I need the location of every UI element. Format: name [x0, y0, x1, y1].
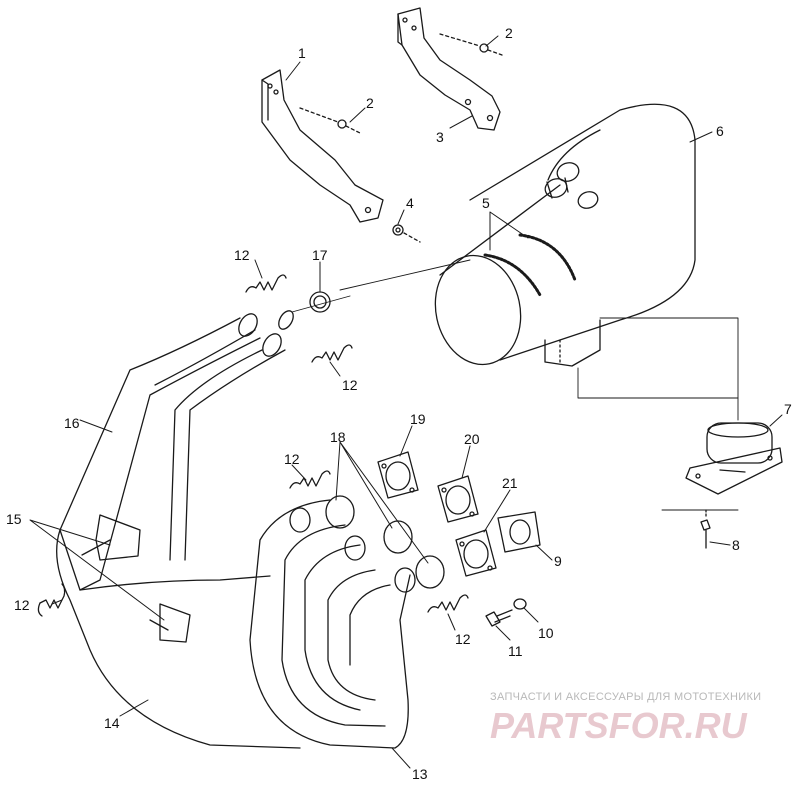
header-pipes-13: [249, 495, 445, 749]
callout-21: 21: [502, 475, 518, 491]
callout-15: 15: [6, 511, 22, 527]
callout-12-a: 12: [234, 247, 250, 263]
muffler-6: [434, 103, 696, 367]
callout-18: 18: [330, 429, 346, 445]
spring-12-a: [245, 274, 287, 293]
callout-8: 8: [732, 537, 740, 553]
bolt-11: [485, 609, 513, 627]
bracket-3: [397, 7, 501, 131]
mount-7: [685, 422, 783, 495]
watermark-logo: PARTSFOR.RU: [490, 705, 748, 746]
callout-2-upper: 2: [505, 25, 513, 41]
callout-13: 13: [412, 766, 428, 782]
exhaust-body-14: [56, 514, 301, 749]
bolt-2-upper: [439, 33, 503, 56]
callout-9: 9: [554, 553, 562, 569]
callout-14: 14: [104, 715, 120, 731]
gasket-19: [377, 451, 419, 499]
gasket-21: [455, 529, 497, 577]
callout-11: 11: [508, 643, 523, 659]
callout-10: 10: [538, 625, 554, 641]
callout-20: 20: [464, 431, 480, 447]
callout-12-e: 12: [455, 631, 471, 647]
callout-17: 17: [312, 247, 328, 263]
callout-4: 4: [406, 195, 414, 211]
leader-lines: [29, 35, 783, 769]
gasket-20: [437, 475, 479, 523]
watermark-tagline: ЗАПЧАСТИ И АКСЕССУАРЫ ДЛЯ МОТОТЕХНИКИ: [490, 691, 761, 703]
callout-19: 19: [410, 411, 426, 427]
callout-16: 16: [64, 415, 80, 431]
bracket-1: [261, 69, 384, 223]
callout-labels: 1 2 2 3 4 5 6 7 8 9 10 11 12 12 12 12 12…: [6, 25, 792, 782]
callout-3: 3: [436, 129, 444, 145]
nut-4: [392, 224, 421, 243]
spring-12-e: [427, 594, 469, 613]
spring-12-c: [289, 470, 331, 489]
bolt-2-lower: [299, 107, 363, 135]
flange-9: [497, 511, 541, 553]
callout-7: 7: [784, 401, 792, 417]
callout-12-d: 12: [14, 597, 30, 613]
watermark: ЗАПЧАСТИ И АКСЕССУАРЫ ДЛЯ МОТОТЕХНИКИ PA…: [490, 691, 761, 746]
spring-12-b: [311, 344, 353, 363]
callout-1: 1: [298, 45, 306, 61]
callout-5: 5: [482, 195, 490, 211]
washer-10: [513, 598, 527, 610]
callout-12-c: 12: [284, 451, 300, 467]
reference-lines: [291, 259, 739, 511]
bolt-8: [700, 509, 711, 549]
callout-6: 6: [716, 123, 724, 139]
callout-12-b: 12: [342, 377, 358, 393]
callout-2-lower: 2: [366, 95, 374, 111]
